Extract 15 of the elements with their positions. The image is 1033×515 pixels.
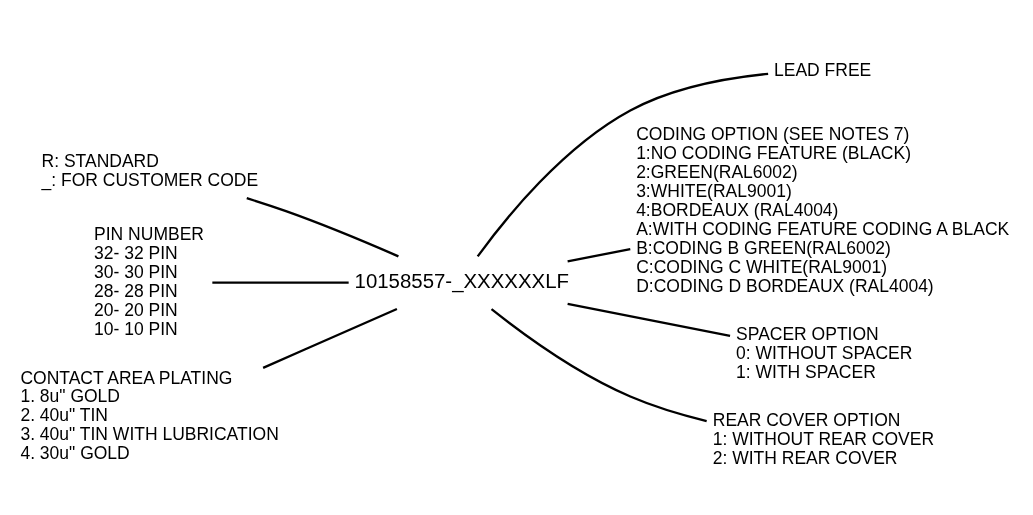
node-text: R: STANDARD _: FOR CUSTOMER CODE (41, 150, 259, 190)
connector (567, 247, 631, 263)
connector (246, 197, 399, 258)
connector (212, 281, 349, 284)
node-text: REAR COVER OPTION 1: WITHOUT REAR COVER 2: WITH REAR COVER (712, 409, 935, 468)
connector (262, 307, 398, 369)
node-text: LEAD FREE (774, 59, 872, 80)
node-text: 10158557-_XXXXXXLF (354, 270, 569, 293)
connector (476, 72, 769, 258)
connector (490, 308, 707, 423)
node-text: SPACER OPTION 0: WITHOUT SPACER 1: WITH SPACER (736, 323, 913, 382)
node-text: CONTACT AREA PLATING 1. 8u" GOLD 2. 40u" TIN 3. 40u" TIN WITH LUBRICATION 4. 30u" GOLD (20, 367, 279, 464)
node-text: CODING OPTION (SEE NOTES 7) 1:NO CODING FEATURE (BLACK) 2:GREEN(RAL6002) 3:WHITE(RAL9001) 4:BORDEAUX (RAL4004) A:WITH CODING FEATURE CODING A BLACK B:CODING B GREEN(RAL6002) C:CODING C WHITE(RAL9001) D:CODING D BORDEAUX (RAL4004) (636, 123, 1010, 296)
node-text: PIN NUMBER 32- 32 PIN 30- 30 PIN 28- 28 PIN 20- 20 PIN 10- 10 PIN (94, 223, 204, 339)
connector (567, 302, 731, 338)
